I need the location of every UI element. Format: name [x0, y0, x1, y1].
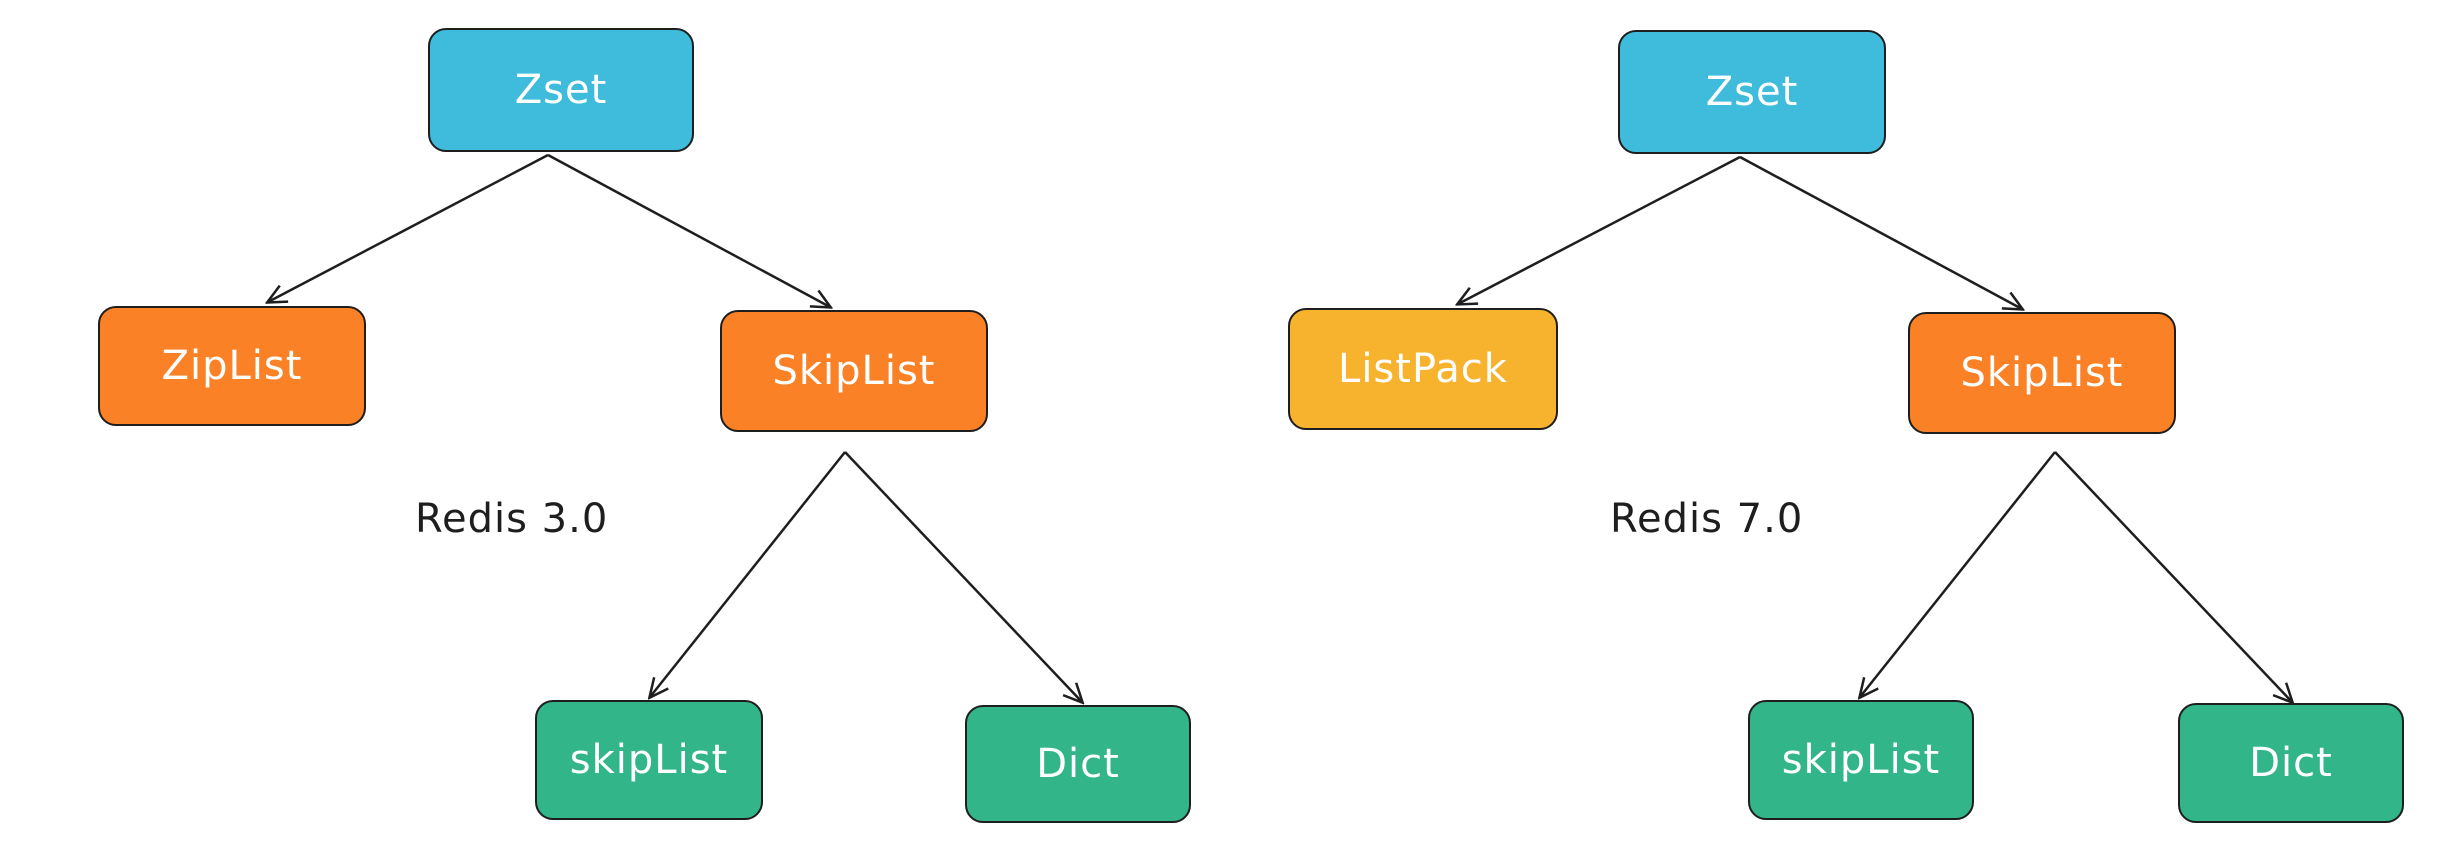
arrow-right-skiplist-to-dict [2054, 451, 2292, 702]
left-skiplist-leaf-label: skipList [569, 737, 729, 783]
right-skiplist-leaf-label: skipList [1781, 737, 1941, 783]
right-caption: Redis 7.0 [1610, 496, 1804, 542]
arrow-right-skiplist-to-skiplist-leaf [1860, 451, 2056, 697]
left-zset-label: Zset [514, 67, 608, 113]
right-listpack-label: ListPack [1338, 346, 1508, 392]
left-zset-node: Zset [428, 28, 694, 152]
right-listpack-node: ListPack [1288, 308, 1558, 430]
left-dict-node: Dict [965, 705, 1191, 823]
left-ziplist-node: ZipList [98, 306, 366, 426]
left-caption: Redis 3.0 [415, 496, 609, 542]
right-dict-label: Dict [2249, 740, 2333, 786]
left-skiplist-leaf-node: skipList [535, 700, 763, 820]
arrow-left-zset-to-ziplist [268, 153, 549, 302]
arrow-left-zset-to-skiplist [547, 153, 830, 307]
arrow-right-zset-to-skiplist [1739, 155, 2022, 309]
right-skiplist-node: SkipList [1908, 312, 2176, 434]
right-dict-node: Dict [2178, 703, 2404, 823]
right-zset-label: Zset [1705, 69, 1799, 115]
right-skiplist-label: SkipList [1960, 350, 2124, 396]
left-skiplist-node: SkipList [720, 310, 988, 432]
arrow-left-skiplist-to-skiplist-leaf [650, 451, 846, 697]
right-zset-node: Zset [1618, 30, 1886, 154]
left-skiplist-label: SkipList [772, 348, 936, 394]
left-dict-label: Dict [1036, 741, 1120, 787]
arrow-right-zset-to-listpack [1458, 155, 1741, 304]
left-ziplist-label: ZipList [161, 343, 303, 389]
right-skiplist-leaf-node: skipList [1748, 700, 1974, 820]
arrow-left-skiplist-to-dict [844, 451, 1082, 702]
